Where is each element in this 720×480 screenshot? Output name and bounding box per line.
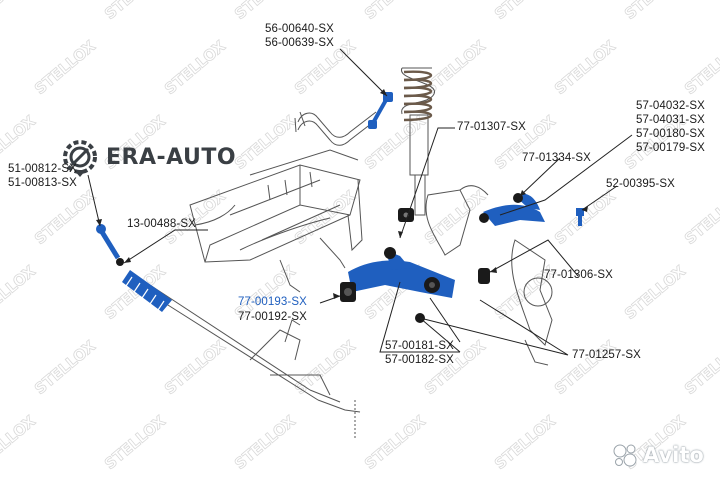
subframe-drawing <box>189 149 363 293</box>
stabilizer-bar-drawing <box>294 111 377 146</box>
watermark-text: STELLOX <box>0 0 39 23</box>
label-57-00179-sx: 57-00179-SX <box>636 142 705 154</box>
label-51-00812-sx: 51-00812-SX <box>8 163 77 175</box>
label-77-00192-sx: 77-00192-SX <box>238 311 307 323</box>
watermark-text: STELLOX <box>101 412 169 473</box>
watermark-text: STELLOX <box>361 0 429 23</box>
brand-logo: ERA-AUTO <box>60 137 236 177</box>
watermark-text: STELLOX <box>621 262 689 323</box>
coil-spring <box>403 70 433 122</box>
watermark-text: STELLOX <box>361 412 429 473</box>
label-56-00640-sx: 56-00640-SX <box>265 23 334 35</box>
label-57-04032-sx: 57-04032-SX <box>636 100 705 112</box>
label-57-00180-sx: 57-00180-SX <box>636 128 705 140</box>
shock-absorber-drawing <box>401 67 435 216</box>
steering-rack-drawing <box>149 284 361 440</box>
watermark-text: STELLOX <box>161 337 229 398</box>
watermark-text: STELLOX <box>551 337 619 398</box>
watermark-text: STELLOX <box>31 187 99 248</box>
label-57-00181-sx: 57-00181-SX <box>385 340 454 352</box>
watermark-text: STELLOX <box>681 187 720 248</box>
watermark-text: STELLOX <box>491 0 559 23</box>
rack-boot-ribs <box>125 276 165 311</box>
watermark-text: STELLOX <box>551 187 619 248</box>
label-77-01306-sx: 77-01306-SX <box>544 269 613 281</box>
watermark-text: STELLOX <box>161 37 229 98</box>
label-52-00395-sx: 52-00395-SX <box>606 178 675 190</box>
label-77-01307-sx: 77-01307-SX <box>457 121 526 133</box>
label-57-04031-sx: 57-04031-SX <box>636 114 705 126</box>
avito-dots-icon <box>613 444 637 467</box>
watermark-text: STELLOX <box>231 412 299 473</box>
watermark-text: STELLOX <box>31 337 99 398</box>
watermark-text: STELLOX <box>291 187 359 248</box>
upper-control-arm <box>479 193 545 226</box>
brand-name: ERA-AUTO <box>106 144 237 170</box>
watermark-text: STELLOX <box>421 37 489 98</box>
watermark-text: STELLOX <box>231 112 299 173</box>
watermark-text: STELLOX <box>0 262 39 323</box>
marketplace-name: Avito <box>643 443 704 467</box>
steering-knuckle-drawing <box>425 185 553 366</box>
gear-wrench-icon <box>63 140 97 177</box>
watermark-text: STELLOX <box>101 0 169 23</box>
label-77-01257-sx: 77-01257-SX <box>572 349 641 361</box>
label-51-00813-sx: 51-00813-SX <box>8 177 77 189</box>
inner-tie-rod <box>96 224 124 266</box>
label-13-00488-sx: 13-00488-SX <box>127 218 196 230</box>
watermark-text: STELLOX <box>621 0 689 23</box>
leader-arrowheads <box>96 89 588 299</box>
label-56-00639-sx: 56-00639-SX <box>265 37 334 49</box>
watermark-text: STELLOX <box>681 337 720 398</box>
leader-lines <box>87 48 633 356</box>
watermark-text: STELLOX <box>0 412 39 473</box>
label-77-01334-sx: 77-01334-SX <box>522 152 591 164</box>
marketplace-badge: Avito <box>612 442 704 468</box>
watermark-text: STELLOX <box>31 37 99 98</box>
label-77-00193-sx: 77-00193-SX <box>238 296 307 308</box>
watermark-text: STELLOX <box>551 37 619 98</box>
watermark-text: STELLOX <box>491 412 559 473</box>
lower-control-arm <box>340 247 455 302</box>
ball-joint <box>576 208 584 226</box>
watermark-text: STELLOX <box>681 37 720 98</box>
label-57-00182-sx: 57-00182-SX <box>385 354 454 366</box>
stabilizer-link <box>368 92 393 129</box>
watermark-text: STELLOX <box>231 0 299 23</box>
